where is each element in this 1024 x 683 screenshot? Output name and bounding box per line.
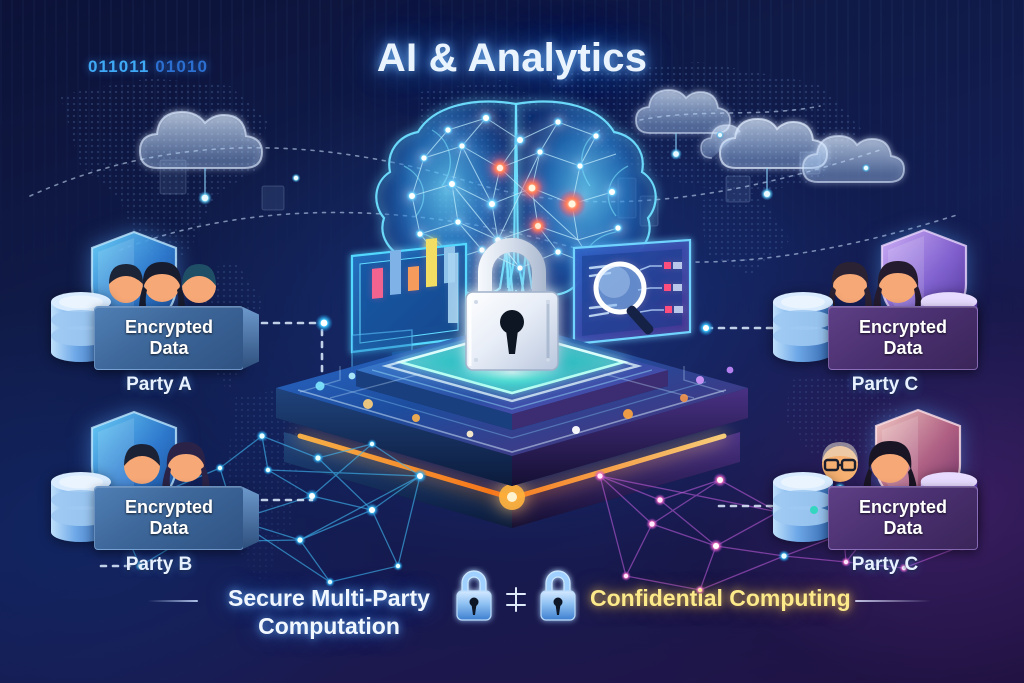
cloud-icon-far-right	[802, 135, 905, 183]
banner-fold	[243, 487, 259, 549]
binary-code-text: 011011 01010	[88, 57, 208, 77]
banner-fold	[243, 307, 259, 369]
footer-rule-right	[855, 600, 931, 602]
binary-suffix: 01010	[155, 57, 209, 76]
encrypted-data-banner: Encrypted Data	[828, 306, 978, 370]
smpc-line-2: Computation	[258, 613, 400, 639]
link-connector-icon	[506, 587, 526, 612]
banner-line-2: Data	[149, 518, 189, 538]
party-block-party-a[interactable]: Encrypted Data Party A	[44, 228, 274, 398]
database-icon	[773, 472, 833, 542]
encrypted-data-banner: Encrypted Data	[94, 306, 259, 370]
footer-rule-left	[148, 600, 198, 602]
banner-line-2: Data	[883, 518, 923, 538]
database-icon	[773, 292, 833, 362]
banner-line-1: Encrypted	[124, 317, 214, 337]
party-label: Party B	[125, 554, 193, 575]
party-label: Party C	[851, 374, 919, 395]
banner-line-1: Encrypted	[858, 317, 948, 337]
party-block-party-c-top[interactable]: Encrypted Data Party C	[770, 228, 1000, 398]
banner-line-1: Encrypted	[858, 497, 948, 517]
cloud-icon-left	[138, 110, 264, 169]
party-block-party-c-bottom[interactable]: Encrypted Data Party C	[770, 408, 1000, 578]
smpc-line-1: Secure Multi-Party	[228, 585, 430, 611]
footer-lock-pair	[456, 570, 576, 621]
binary-prefix: 011011	[88, 57, 150, 76]
padlock-icon	[540, 570, 576, 621]
encrypted-data-banner: Encrypted Data	[94, 486, 259, 550]
cloud-icon-top-right	[635, 89, 731, 134]
party-label: Party A	[126, 374, 192, 395]
encrypted-data-banner: Encrypted Data	[828, 486, 978, 550]
banner-line-2: Data	[883, 338, 923, 358]
party-label: Party C	[851, 554, 919, 575]
page-title: AI & Analytics	[376, 36, 648, 80]
footer-label-smpc: Secure Multi-Party Computation	[204, 584, 454, 640]
footer-label-confidential-computing: Confidential Computing	[590, 585, 851, 611]
magnifying-glass-icon	[593, 261, 654, 335]
padlock-icon	[456, 570, 492, 621]
banner-line-2: Data	[149, 338, 189, 358]
banner-line-1: Encrypted	[124, 497, 214, 517]
party-block-party-b[interactable]: Encrypted Data Party B	[44, 408, 274, 578]
